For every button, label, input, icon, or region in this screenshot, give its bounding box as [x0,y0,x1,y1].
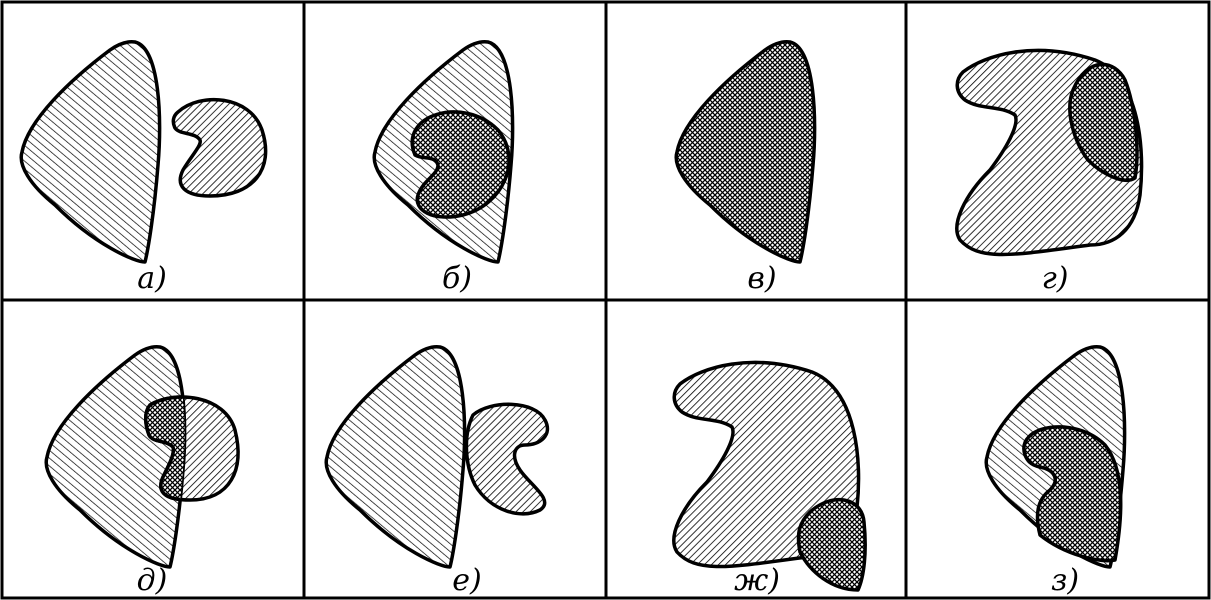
set-b-shape [173,100,265,196]
panel-g: г) [957,50,1142,296]
set-a-shape [326,347,464,567]
panel-zh-caption: ж) [734,563,780,598]
panel-zh: ж) [674,362,865,598]
panel-d: д) [46,347,238,598]
panel-d-caption: д) [137,563,168,598]
panel-v-caption: в) [747,261,776,296]
panel-b: б) [374,42,512,296]
panel-e-caption: е) [452,563,481,598]
panel-g-caption: г) [1042,261,1069,296]
set-a-shape [46,347,184,567]
panel-z-caption: з) [1051,563,1079,598]
panel-b-caption: б) [442,261,472,296]
panel-v: в) [676,42,814,296]
set-b-shape [466,404,547,514]
panel-a-caption: а) [137,261,167,296]
equal-sets-shape [676,42,814,262]
panel-a: а) [21,42,265,296]
panel-e: е) [326,347,547,598]
panel-z: з) [986,347,1124,598]
set-a-shape [21,42,159,262]
subset-shape [798,500,865,590]
